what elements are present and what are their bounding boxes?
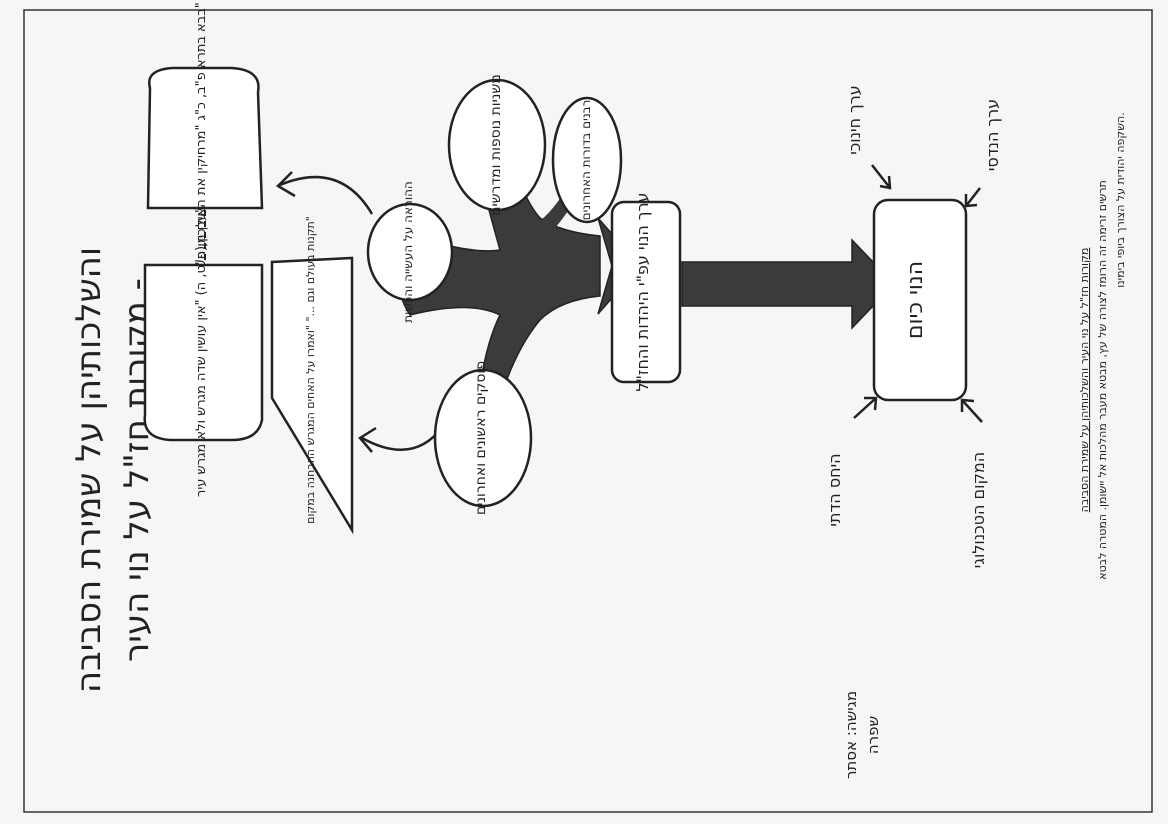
tree-trunk <box>395 144 601 401</box>
source-box-middle <box>143 263 264 442</box>
source-text-bottom: תקנות בעולם וגם ..." "ואמרו על האחים המג… <box>304 216 317 524</box>
leaf-1-text: משניות נוספות ומדרשים <box>488 74 504 216</box>
caption-line-3: השקפה יהודית על הצורך ביופי בימינו. <box>1114 112 1127 287</box>
label-top-left: ערך חינוכי <box>845 85 864 155</box>
leaf-3-text: ההוראה על העשייה והכשות <box>401 181 415 323</box>
leaf-2-text: רבנים בדורות האחרונים <box>579 100 593 221</box>
source-box-top <box>146 66 264 210</box>
leaf-4 <box>433 368 533 508</box>
source-text-top: בבא בתרא פ"ב, כ"ג "מרחיקין את האילן מן ה… <box>194 2 209 278</box>
label-bottom-left: היחס הדתי <box>825 453 844 526</box>
leaf-2 <box>551 96 623 224</box>
caption-line-2: תרשים זרימה זה הרומז לצורה של עץ, מבטא מ… <box>1096 180 1109 580</box>
label-top-right: ערך הנדסי <box>983 99 1002 171</box>
leaf-4-text: פוסקים ראשונים ואחרונים <box>473 361 489 515</box>
source-box-bottom <box>270 256 354 535</box>
label-bottom-right: המקום הטכנולוגי <box>969 452 988 568</box>
target-box-text: הנוי כיום <box>903 261 928 339</box>
caption-line-1: מקורות חז"ל על נוי העיר והשלכותיהן על שמ… <box>1078 248 1091 513</box>
curve-arrow-bottom-head <box>358 426 377 453</box>
source-text-middle: ערכין (פ"ט, ה) "אין עושין שדה מגרש ולא מ… <box>194 207 209 497</box>
leaf-1 <box>447 78 547 212</box>
trunk-box <box>610 200 682 384</box>
title-line-2: והשלכותיהן על שמירת הסביבה <box>69 247 109 693</box>
paper-border <box>23 9 1153 813</box>
main-arrow <box>681 238 896 330</box>
target-box <box>872 198 968 402</box>
curve-arrow-top-head <box>275 171 296 198</box>
curve-arrow-top <box>279 175 374 215</box>
leaf-3 <box>366 202 454 302</box>
input-arrows <box>853 164 983 423</box>
author-line-2: שפרה <box>864 716 882 754</box>
author-line-1: מגישה: אסתר <box>842 691 860 779</box>
trunk-box-text: ערך הנוי עפ"י היהדות והחז"ל <box>633 192 652 391</box>
